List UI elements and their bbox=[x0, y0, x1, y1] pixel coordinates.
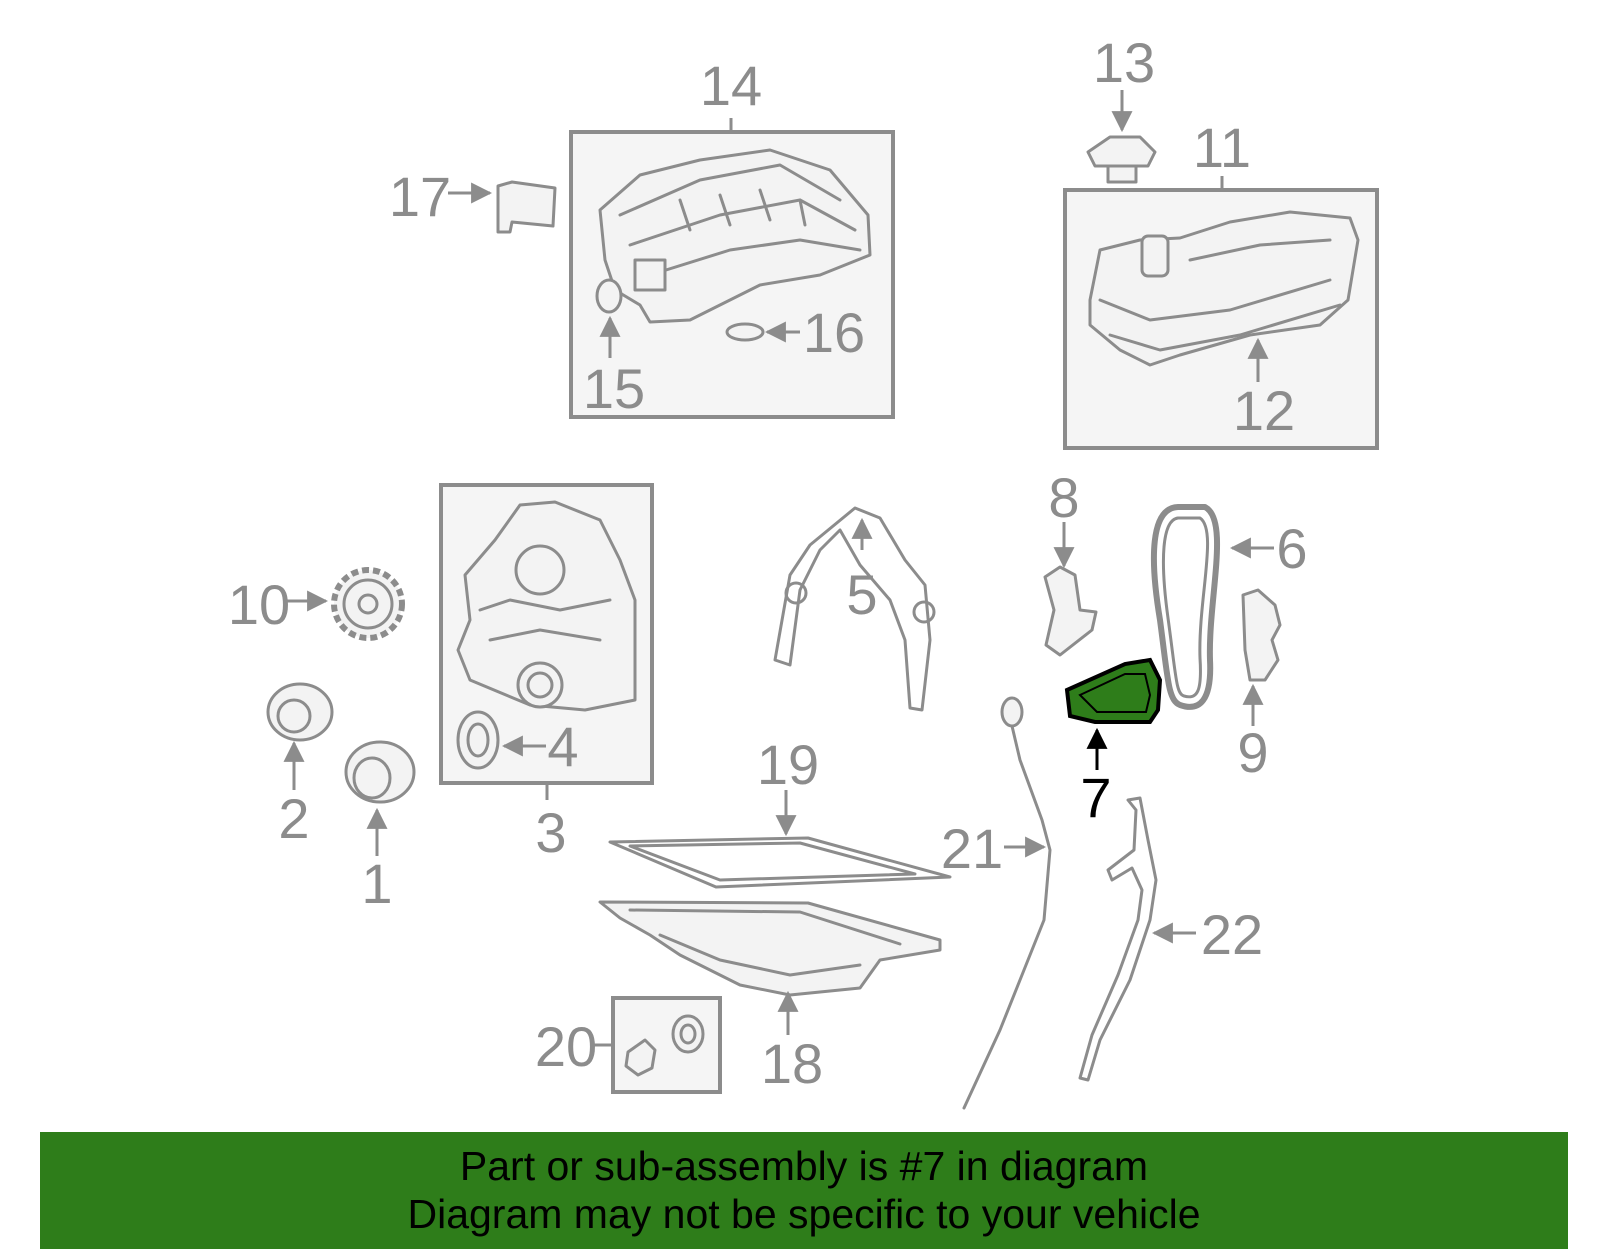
selected-part-7-rim bbox=[1078, 673, 1152, 713]
callout-16[interactable]: 16 bbox=[803, 301, 865, 364]
callout-11[interactable]: 11 bbox=[1193, 116, 1251, 179]
tensioner-part-8[interactable] bbox=[1043, 565, 1098, 657]
callout-12[interactable]: 12 bbox=[1233, 379, 1295, 442]
callout-21[interactable]: 21 bbox=[941, 817, 1003, 880]
seal-part-16[interactable] bbox=[725, 322, 765, 342]
callout-18[interactable]: 18 bbox=[761, 1032, 823, 1095]
callout-9[interactable]: 9 bbox=[1237, 721, 1268, 784]
callout-2[interactable]: 2 bbox=[278, 787, 309, 850]
oil-pan-gasket-part-19[interactable] bbox=[608, 836, 952, 889]
callout-8[interactable]: 8 bbox=[1048, 466, 1079, 529]
callout-19[interactable]: 19 bbox=[757, 733, 819, 796]
timing-cover-part[interactable] bbox=[456, 500, 637, 712]
sensor-part-17[interactable] bbox=[496, 180, 557, 234]
callout-20[interactable]: 20 bbox=[535, 1015, 597, 1078]
callout-14[interactable]: 14 bbox=[700, 54, 762, 117]
callout-3[interactable]: 3 bbox=[535, 801, 566, 864]
dipstick-part-21[interactable] bbox=[962, 696, 1052, 1110]
timing-chain-part-6[interactable] bbox=[1151, 504, 1221, 710]
callout-17[interactable]: 17 bbox=[389, 165, 451, 228]
banner-line-2: Diagram may not be specific to your vehi… bbox=[407, 1191, 1201, 1237]
callout-1[interactable]: 1 bbox=[361, 852, 392, 915]
callout-7[interactable]: 7 bbox=[1080, 766, 1111, 829]
gasket-part-5[interactable] bbox=[773, 506, 936, 712]
info-banner: Part or sub-assembly is #7 in diagram Di… bbox=[40, 1132, 1568, 1249]
callout-5[interactable]: 5 bbox=[846, 563, 877, 626]
callout-4[interactable]: 4 bbox=[547, 715, 578, 778]
o-ring-part-15[interactable] bbox=[595, 278, 623, 314]
intake-manifold-part[interactable] bbox=[598, 148, 872, 324]
bushing-part-2[interactable] bbox=[266, 682, 334, 742]
banner-line-1: Part or sub-assembly is #7 in diagram bbox=[459, 1143, 1149, 1189]
callout-22[interactable]: 22 bbox=[1201, 903, 1263, 966]
callout-10[interactable]: 10 bbox=[228, 573, 290, 636]
drain-plug-part-20[interactable] bbox=[624, 1014, 705, 1077]
callout-6[interactable]: 6 bbox=[1276, 517, 1307, 580]
callout-13[interactable]: 13 bbox=[1093, 31, 1155, 94]
chain-guide-part-9[interactable] bbox=[1241, 588, 1282, 682]
pulley-part-1[interactable] bbox=[344, 740, 416, 804]
drain-plug-box[interactable] bbox=[611, 996, 722, 1094]
valve-cover-part[interactable] bbox=[1088, 210, 1360, 367]
oil-cap-part-13[interactable] bbox=[1086, 135, 1157, 184]
dipstick-tube-part-22[interactable] bbox=[1078, 796, 1158, 1082]
gear-part-10[interactable] bbox=[331, 567, 405, 641]
oil-pan-part-18[interactable] bbox=[598, 900, 942, 997]
seal-part-4[interactable] bbox=[456, 710, 500, 770]
callout-15[interactable]: 15 bbox=[583, 357, 645, 420]
